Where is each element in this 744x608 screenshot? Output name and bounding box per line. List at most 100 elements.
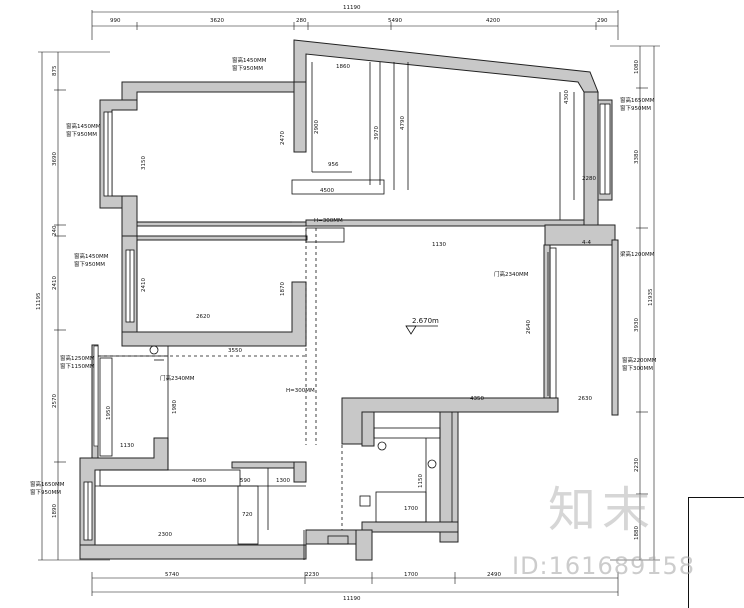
bed1-dim-a: 3150 bbox=[141, 156, 147, 170]
wall-bedroom1-top bbox=[121, 81, 307, 111]
note-win3-height: 窗高1450MM bbox=[74, 252, 109, 260]
annotations: 窗高1450MM 窗下950MM 窗高1450MM 窗下950MM 窗高1450… bbox=[30, 56, 657, 496]
note-win7-height: 窗高2200MM bbox=[622, 356, 657, 364]
note-win4-sill: 窗下1150MM bbox=[60, 362, 95, 370]
left-dim-3: 240 bbox=[52, 225, 58, 236]
overall-left-dim: 11195 bbox=[36, 292, 42, 310]
dining-dim-a: 1950 bbox=[106, 406, 112, 420]
right-dim-1: 1080 bbox=[634, 60, 640, 74]
wall-entry-right bbox=[355, 529, 373, 561]
note-win1-sill: 窗下950MM bbox=[232, 64, 263, 72]
overall-bottom-dim: 11190 bbox=[343, 596, 361, 602]
note-win2-height: 窗高1450MM bbox=[66, 122, 101, 130]
right-dim-2: 3380 bbox=[634, 150, 640, 164]
watermark-brand: 知末 bbox=[548, 482, 657, 538]
top-dim-1: 990 bbox=[110, 18, 121, 24]
wall-kitchen-right bbox=[439, 411, 459, 543]
bath-dim-b: 4050 bbox=[192, 478, 206, 484]
top-dimension-chain: 11190 990 3620 280 5490 4200 290 bbox=[91, 5, 619, 40]
living-dim-d: 2630 bbox=[578, 396, 592, 402]
note-win7-sill: 窗下300MM bbox=[622, 364, 653, 372]
wall-bottom-left bbox=[79, 544, 307, 560]
wall-bed1-bottom bbox=[136, 221, 308, 227]
level-marker-icon bbox=[405, 325, 417, 335]
note-win5-height: 窗高1650MM bbox=[30, 480, 65, 488]
wall-bed2-top bbox=[136, 235, 308, 241]
left-dimension-chain: 11195 875 3690 240 2410 2570 1890 bbox=[36, 51, 110, 561]
wall-entry-block bbox=[544, 224, 616, 246]
left-dim-2: 3690 bbox=[52, 152, 58, 166]
right-dim-5: 1880 bbox=[634, 526, 640, 540]
master-dim-c: 3970 bbox=[374, 126, 380, 140]
note-axis: 4-4 bbox=[582, 240, 591, 246]
wall-balcony-right bbox=[611, 239, 619, 416]
bottom-dim-4: 2490 bbox=[487, 572, 501, 578]
wall-kitchen-left-top bbox=[361, 411, 375, 447]
master-dim-b: 2900 bbox=[314, 120, 320, 134]
master-dim-a: 1860 bbox=[336, 64, 350, 70]
note-level: 2.670m bbox=[412, 317, 439, 325]
interior-lines bbox=[95, 62, 575, 560]
dining-dim-c: 3550 bbox=[228, 348, 242, 354]
bottom-dim-3: 1700 bbox=[404, 572, 418, 578]
top-dim-3: 280 bbox=[296, 18, 307, 24]
top-dim-2: 3620 bbox=[210, 18, 224, 24]
right-dim-3: 3930 bbox=[634, 318, 640, 332]
top-dim-4: 5490 bbox=[388, 18, 402, 24]
left-dim-4: 2410 bbox=[52, 276, 58, 290]
bed2-dim-a: 2620 bbox=[196, 314, 210, 320]
bed1-dim-b: 2470 bbox=[280, 131, 286, 145]
wall-bedroom1-left-lower bbox=[121, 195, 138, 237]
wall-master-top bbox=[293, 39, 599, 93]
note-door2: 门高2340MM bbox=[160, 374, 195, 382]
walls bbox=[79, 39, 619, 561]
wall-bath-top-right bbox=[293, 461, 307, 483]
living-dim-a: 2640 bbox=[526, 320, 532, 334]
bottom-dimension-chain: 5740 2230 1700 2490 11190 bbox=[91, 572, 619, 602]
note-beam1: 梁高1200MM bbox=[620, 250, 655, 258]
note-door1: 门高2340MM bbox=[494, 270, 529, 278]
window-study bbox=[93, 345, 99, 447]
master-dim-e: 4300 bbox=[564, 90, 570, 104]
bath-dim-a: 2300 bbox=[158, 532, 172, 538]
kitchen-dim-a: 1700 bbox=[404, 506, 418, 512]
wall-master-right bbox=[583, 91, 599, 231]
overall-top-dim: 11190 bbox=[343, 5, 361, 11]
top-dim-5: 4200 bbox=[486, 18, 500, 24]
kitchen-dim-b: 1150 bbox=[418, 474, 424, 488]
wall-kitchen-bottom bbox=[361, 521, 459, 533]
bath-dim-c: 590 bbox=[240, 478, 251, 484]
bed2-dim-c: 1870 bbox=[280, 282, 286, 296]
bottom-dim-2: 2230 bbox=[305, 572, 319, 578]
right-dimension-chain: 11935 1080 3380 3930 2230 1880 bbox=[610, 45, 660, 561]
master-dim-h: 4500 bbox=[320, 188, 334, 194]
living-dim-c: 1130 bbox=[432, 242, 446, 248]
watermark-id: ID:161689158 bbox=[512, 552, 696, 580]
wall-master-bottom bbox=[305, 219, 585, 227]
note-win3-sill: 窗下950MM bbox=[74, 260, 105, 268]
left-dim-5: 2570 bbox=[52, 394, 58, 408]
bath-dim-e: 720 bbox=[242, 512, 253, 518]
overall-right-dim: 11935 bbox=[648, 288, 654, 306]
note-beam3: H=300MM bbox=[286, 388, 315, 394]
top-dim-6: 290 bbox=[597, 18, 608, 24]
master-dim-d: 4790 bbox=[400, 116, 406, 130]
wall-bedroom1-right bbox=[293, 81, 307, 153]
note-beam2: H=300MM bbox=[314, 218, 343, 224]
note-win1-height: 窗高1450MM bbox=[232, 56, 267, 64]
left-dim-1: 875 bbox=[52, 65, 58, 76]
dining-dim-d: 1980 bbox=[172, 400, 178, 414]
note-win6-height: 窗高1650MM bbox=[620, 96, 655, 104]
bath-dim-d: 1300 bbox=[276, 478, 290, 484]
windows bbox=[83, 103, 611, 541]
wall-living-right bbox=[543, 244, 551, 406]
note-win2-sill: 窗下950MM bbox=[66, 130, 97, 138]
living-dim-b: 4350 bbox=[470, 396, 484, 402]
corner-frame bbox=[688, 497, 744, 608]
beam-lines bbox=[98, 228, 343, 530]
bottom-dim-1: 5740 bbox=[165, 572, 179, 578]
master-dim-g: 2280 bbox=[582, 176, 596, 182]
right-dim-4: 2230 bbox=[634, 458, 640, 472]
dining-dim-b: 1130 bbox=[120, 443, 134, 449]
